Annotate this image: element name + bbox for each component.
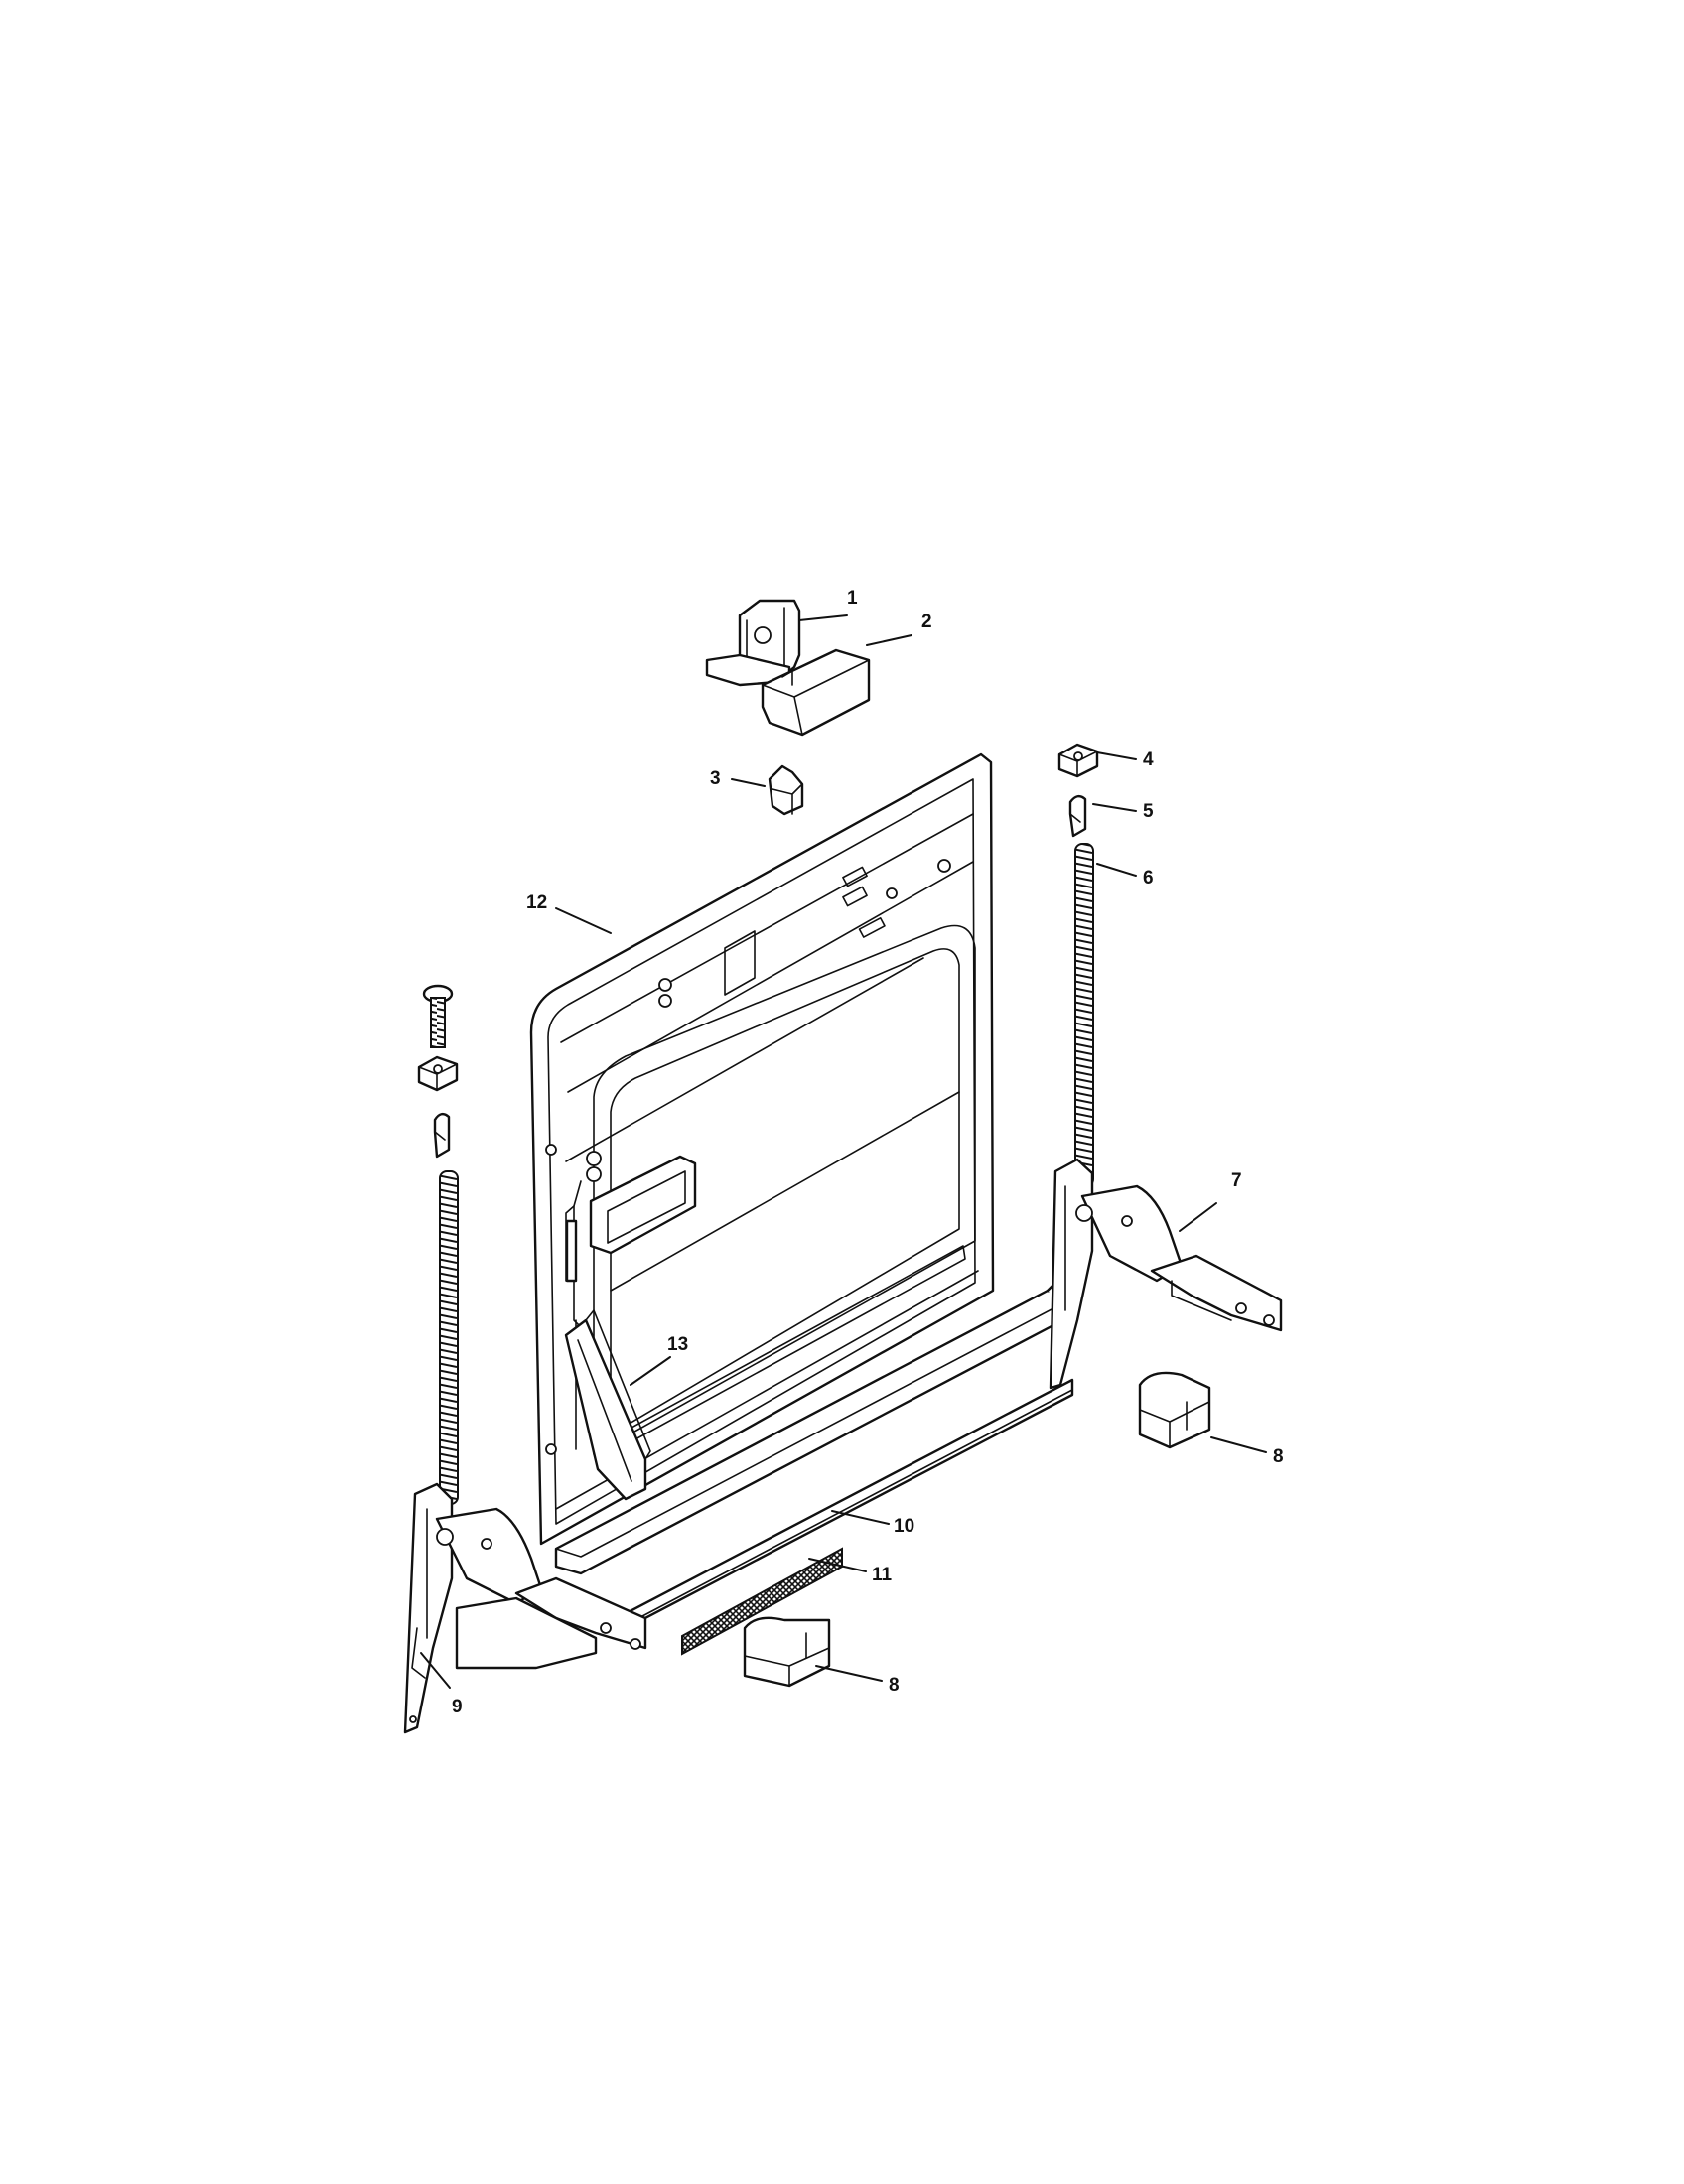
door-latch [705,599,801,687]
callout-8-right: 8 [1273,1446,1284,1467]
door-bracket-assembly [565,1151,697,1450]
callout-6: 6 [1143,868,1154,888]
latch-strike [768,764,804,816]
callout-12: 12 [526,892,547,913]
callout-3: 3 [710,768,721,789]
inner-door-panel [529,752,995,1546]
callout-5: 5 [1143,801,1154,822]
screw [422,984,454,1048]
callout-8-left: 8 [889,1675,900,1696]
right-door-spring [1074,843,1094,1187]
right-spring-clip [1057,743,1099,778]
callout-10: 10 [894,1516,914,1537]
callout-1: 1 [847,588,858,609]
left-hinge-assembly [403,1482,647,1734]
end-cap-left [743,1616,831,1688]
callout-9: 9 [452,1697,463,1717]
left-spring-link [433,1112,451,1159]
right-spring-link [1068,794,1087,838]
callout-labels: 1 2 3 4 5 6 7 8 8 9 10 11 12 13 [452,588,1284,1717]
callout-4: 4 [1143,750,1154,770]
left-door-spring [439,1170,459,1505]
callout-13: 13 [667,1334,688,1355]
callout-2: 2 [921,612,932,632]
leader-lines [420,614,1267,1689]
callout-7: 7 [1231,1170,1242,1191]
vent-duct [564,1309,651,1501]
end-cap-right [1138,1371,1211,1449]
callout-11: 11 [872,1565,893,1585]
latch-cover [761,648,871,737]
right-hinge-assembly [1049,1158,1283,1390]
left-spring-clip [417,1055,459,1092]
